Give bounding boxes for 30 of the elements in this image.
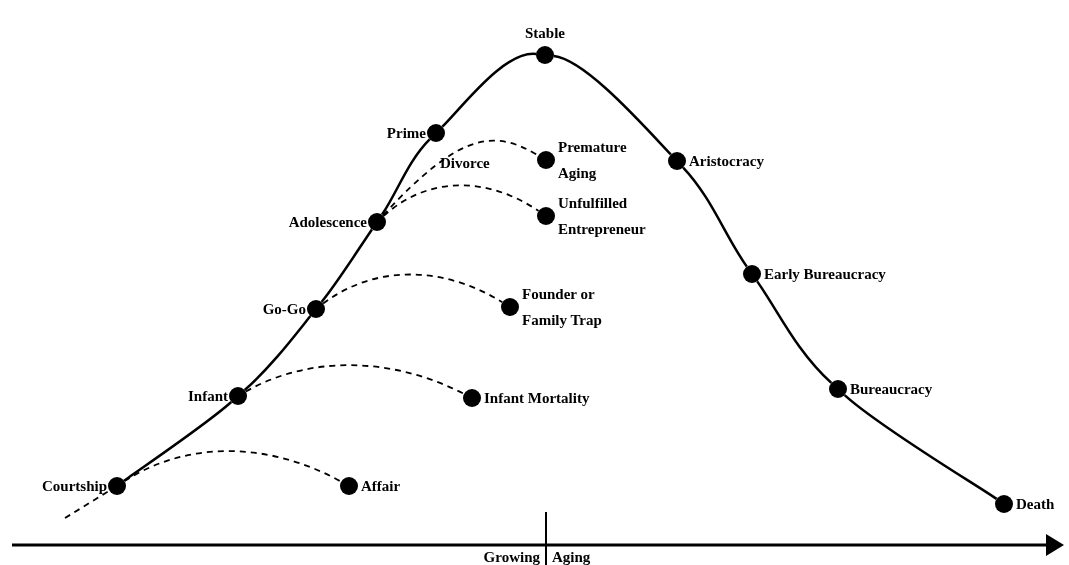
lifecycle-curve	[320, 228, 373, 303]
stage-label: Courtship	[41, 477, 107, 496]
lifecycle-curve	[381, 138, 431, 216]
lifecycle-curve	[756, 280, 833, 384]
branch-label: Divorce	[440, 155, 490, 171]
dashed-branch-curve	[244, 364, 465, 395]
stage-label: Bureaucracy	[850, 380, 933, 399]
dashed-branch-curve	[382, 184, 540, 217]
stage-label: Early Bureaucracy	[764, 265, 886, 284]
stage-label: Founder or Family Trap	[522, 285, 603, 330]
stage-label: Unfulfilled Entrepreneur	[558, 194, 647, 239]
lifecycle-curve	[123, 401, 233, 482]
stage-label: Go-Go	[262, 300, 306, 319]
lifecycle-curve	[843, 394, 998, 500]
stage-label: Prime	[386, 124, 426, 143]
phase-label: Growing	[483, 548, 540, 565]
phase-label: Aging	[552, 548, 591, 565]
stage-label: Adolescence	[288, 213, 367, 232]
stage-label: Death	[1016, 495, 1055, 514]
lifecycle-curve	[553, 54, 672, 156]
lifecycle-curve	[441, 52, 537, 128]
stage-label: Aristocracy	[689, 152, 764, 171]
stage-label: Infant Mortality	[484, 389, 590, 408]
dashed-branch-curve	[322, 273, 504, 305]
stage-label: Infant	[188, 387, 228, 406]
lifecycle-curve	[243, 315, 312, 391]
stage-label: Premature Aging	[558, 138, 628, 183]
stage-label: Affair	[361, 477, 401, 496]
lifecycle-curve	[682, 166, 748, 268]
stage-label: Stable	[525, 24, 565, 43]
